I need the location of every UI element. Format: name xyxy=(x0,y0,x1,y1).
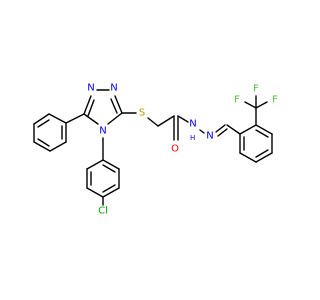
bond xyxy=(102,159,120,170)
bond xyxy=(114,95,123,114)
bond xyxy=(37,138,50,147)
bond xyxy=(255,124,273,135)
n4-atom-label: N xyxy=(99,126,106,137)
bond xyxy=(33,113,50,125)
bond xyxy=(239,152,257,163)
bond xyxy=(102,164,116,173)
bond xyxy=(86,159,104,170)
bond xyxy=(157,115,175,127)
bond xyxy=(65,113,85,124)
bond xyxy=(110,98,118,114)
bond xyxy=(217,128,228,137)
bond xyxy=(244,101,257,109)
molecule-structure-diagram: N N N S O N H N Cl F F F xyxy=(33,83,278,217)
bond xyxy=(215,124,226,133)
bond xyxy=(102,187,120,198)
atom-labels: N N N S O N H N Cl F F F xyxy=(87,83,278,217)
sulfur-atom-label: S xyxy=(139,108,145,119)
bond xyxy=(255,129,269,138)
bond xyxy=(147,117,159,127)
bond xyxy=(107,112,123,125)
n2-atom-label: N xyxy=(110,83,117,94)
bond xyxy=(239,124,257,135)
fluorine-atom-label-1: F xyxy=(234,95,240,106)
fluorine-atom-label-2: F xyxy=(253,84,259,95)
bond xyxy=(83,95,92,115)
bond xyxy=(37,119,50,128)
bond-lines xyxy=(33,89,273,206)
bond xyxy=(48,113,67,124)
oxygen-atom-label: O xyxy=(171,144,179,155)
bond xyxy=(226,124,241,135)
n1-atom-label: N xyxy=(87,83,94,94)
bond xyxy=(83,113,99,125)
bond xyxy=(177,115,189,123)
nh-hydrogen-label: H xyxy=(190,134,195,142)
bond xyxy=(86,187,104,198)
bond xyxy=(255,152,273,163)
fluorine-atom-label-3: F xyxy=(272,95,278,106)
imine-nitrogen-label: N xyxy=(206,131,213,142)
bond xyxy=(102,184,116,193)
bond xyxy=(199,129,205,134)
chlorine-atom-label: Cl xyxy=(98,206,108,217)
nh-atom-label: N xyxy=(189,119,196,130)
bond xyxy=(33,141,51,152)
bond xyxy=(87,99,95,117)
bond xyxy=(49,141,67,152)
bond xyxy=(255,101,268,109)
bond xyxy=(255,149,269,158)
